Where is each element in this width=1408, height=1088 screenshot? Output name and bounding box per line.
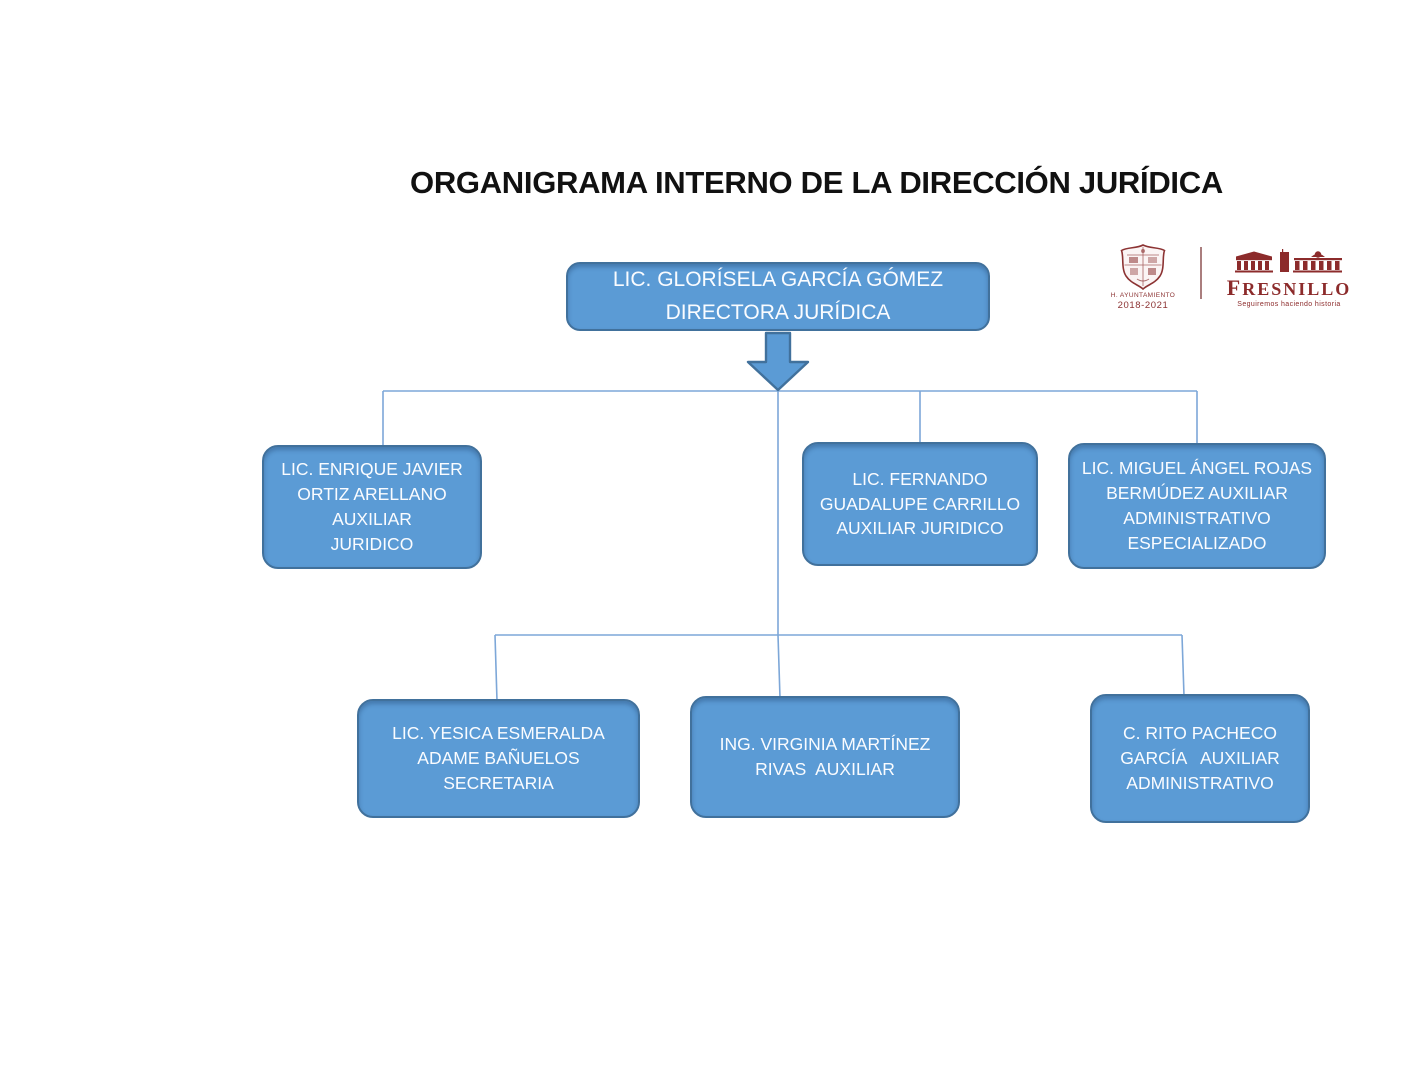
org-node-auxiliar-virginia: ING. VIRGINIA MARTÍNEZ RIVAS AUXILIAR (690, 696, 960, 818)
org-node-secretaria: LIC. YESICA ESMERALDA ADAME BAÑUELOS SEC… (357, 699, 640, 818)
org-node-line: LIC. FERNANDO (852, 468, 988, 489)
fresnillo-wordmark: FRESNILLO (1226, 275, 1352, 300)
org-node-line: BERMÚDEZ AUXILIAR (1106, 483, 1288, 504)
org-node-line: AUXILIAR JURIDICO (836, 518, 1004, 539)
org-node-directora-juridica: LIC. GLORÍSELA GARCÍA GÓMEZ DIRECTORA JU… (566, 262, 990, 331)
org-node-line: ADMINISTRATIVO (1123, 508, 1271, 528)
ayuntamiento-caption: H. AYUNTAMIENTO (1110, 292, 1176, 299)
org-node-auxiliar-juridico-1: LIC. ENRIQUE JAVIER ORTIZ ARELLANO AUXIL… (262, 445, 482, 569)
ayuntamiento-logo: H. AYUNTAMIENTO 2018-2021 (1108, 244, 1178, 311)
org-node-line: C. RITO PACHECO (1123, 723, 1277, 744)
org-node-name: LIC. GLORÍSELA GARCÍA GÓMEZ (612, 267, 944, 291)
org-node-line: RIVAS AUXILIAR (755, 759, 895, 779)
org-node-line: LIC. YESICA ESMERALDA (392, 723, 605, 744)
org-node-line: ING. VIRGINIA MARTÍNEZ (719, 734, 931, 755)
org-node-role: DIRECTORA JURÍDICA (665, 300, 891, 324)
org-node-line: LIC. ENRIQUE JAVIER (281, 459, 463, 480)
org-node-line: ESPECIALIZADO (1127, 532, 1267, 553)
ayuntamiento-years: 2018-2021 (1117, 300, 1169, 311)
drop-to-rito-line (1181, 634, 1185, 697)
fresnillo-building-icon (1235, 249, 1342, 273)
org-node-line: ADMINISTRATIVO (1126, 772, 1274, 793)
fresnillo-tagline: Seguiremos haciendo historia (1237, 301, 1341, 308)
org-node-line: SECRETARIA (443, 772, 554, 793)
org-node-auxiliar-juridico-2: LIC. FERNANDO GUADALUPE CARRILLO AUXILIA… (802, 442, 1038, 566)
org-node-auxiliar-administrativo-rito: C. RITO PACHECO GARCÍA AUXILIAR ADMINIST… (1090, 694, 1310, 823)
fresnillo-logo: FRESNILLO Seguiremos haciendo historia (1214, 249, 1364, 308)
org-node-line: JURIDICO (330, 533, 414, 554)
logo-separator (1200, 247, 1202, 299)
org-node-line: ADAME BAÑUELOS (417, 748, 580, 769)
org-node-line: GARCÍA AUXILIAR (1120, 748, 1280, 769)
drop-to-virginia-line (777, 634, 781, 699)
drop-to-yesica-line (494, 634, 498, 702)
down-arrow-icon (746, 331, 810, 392)
org-node-auxiliar-administrativo-especializado: LIC. MIGUEL ÁNGEL ROJAS BERMÚDEZ AUXILIA… (1068, 443, 1326, 569)
org-node-line: GUADALUPE CARRILLO (819, 493, 1021, 514)
org-node-line: AUXILIAR (332, 509, 412, 529)
crest-icon (1120, 244, 1166, 290)
org-node-line: LIC. MIGUEL ÁNGEL ROJAS (1081, 458, 1313, 479)
page-title: ORGANIGRAMA INTERNO DE LA DIRECCIÓN JURÍ… (410, 165, 1223, 200)
org-node-line: ORTIZ ARELLANO (297, 484, 447, 505)
